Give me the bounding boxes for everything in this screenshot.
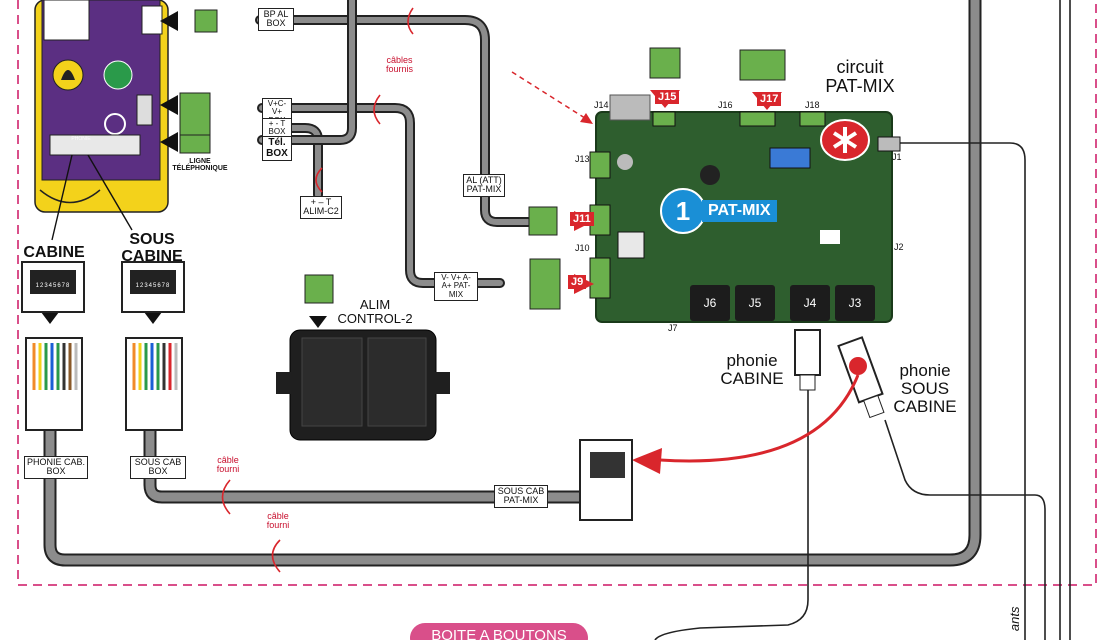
boite-a-boutons-label: BOITE A BOUTONS [431,627,567,640]
connector-j2: J2 [894,242,904,252]
main-cables [43,0,982,567]
phonie-sous-cabine-plug [837,336,885,419]
arrows [41,11,327,328]
phonie-sous-cabine-label: phonie SOUS CABINE [893,361,957,416]
v-patmix-label: V- V+ A- A+ PAT-MIX [434,272,478,302]
intercom-box [34,0,169,213]
circuit-label: circuit [836,57,884,77]
connector-j1: J1 [892,152,902,162]
board-pointer [511,71,589,121]
badge-number: 1 [660,188,706,234]
connector-j14: J14 [594,100,609,110]
asterisk-badge [820,119,870,161]
sous-cabine-label: SOUS CABINE [121,231,183,265]
phonie-cab-box-label: PHONIE CAB. BOX [24,456,88,479]
jack-j6: J6 [690,285,730,321]
socket-receiver [579,439,633,521]
cabine-label: CABINE [23,244,85,261]
connector-j18: J18 [805,100,820,110]
sous-cabine-pinout: 12345678 [135,283,171,289]
boite-a-boutons-pill [410,623,588,640]
cable-fourni-2-label: câble fourni [266,511,290,531]
alim-control-module [276,329,450,441]
cable-fourni-1-label: câble fourni [216,455,240,475]
pat-mix-badge: 1 PAT-MIX [660,188,777,234]
thin-wires [654,0,1071,640]
connector-j13: J13 [575,154,590,164]
alim-c2-label: + – T ALIM-C2 [300,196,342,219]
assistance-icon [103,60,133,90]
bp-al-box-label: BP AL BOX [258,8,294,31]
jack-j3: J3 [835,285,875,321]
cables-fournis-label: câbles fournis [385,55,413,75]
jack-j4: J4 [790,285,830,321]
sous-cab-box-label: SOUS CAB BOX [130,456,186,479]
connector-j9: J9 [568,275,587,289]
ligne-telephonique-label: LIGNE TÉLÉPHONIQUE [172,158,228,173]
alim-control-label: ALIM CONTROL-2 [337,297,413,326]
ants-label: ants [1007,606,1023,632]
pat-mix-label: PAT-MIX [825,76,895,96]
enclosure-border [17,0,1097,586]
rj45-plugs [25,337,183,431]
tel-box-label: Tél. BOX [262,136,292,161]
badge-text: PAT-MIX [702,200,777,222]
phonie-tag: PHONIE [71,136,91,142]
connector-j16: J16 [718,100,733,110]
sous-cab-patmix-label: SOUS CAB PAT-MIX [494,485,548,508]
connector-j10: J10 [575,243,590,253]
terminal-blocks [179,9,786,310]
cabine-pinout: 12345678 [35,283,71,289]
connector-j15: J15 [655,90,680,104]
rj45-sockets [21,261,185,313]
red-connection-arrow [659,374,860,463]
phonie-cabine-label: phonie CABINE [720,351,784,388]
connector-j17: J17 [757,92,782,106]
cable-clips [221,7,414,573]
connector-j11: J11 [570,212,594,226]
phonie-cabine-plug [794,329,821,391]
al-patmix-label: AL (ATT) PAT-MIX [463,174,505,197]
jack-j5: J5 [735,285,775,321]
connector-j7: J7 [668,323,678,333]
